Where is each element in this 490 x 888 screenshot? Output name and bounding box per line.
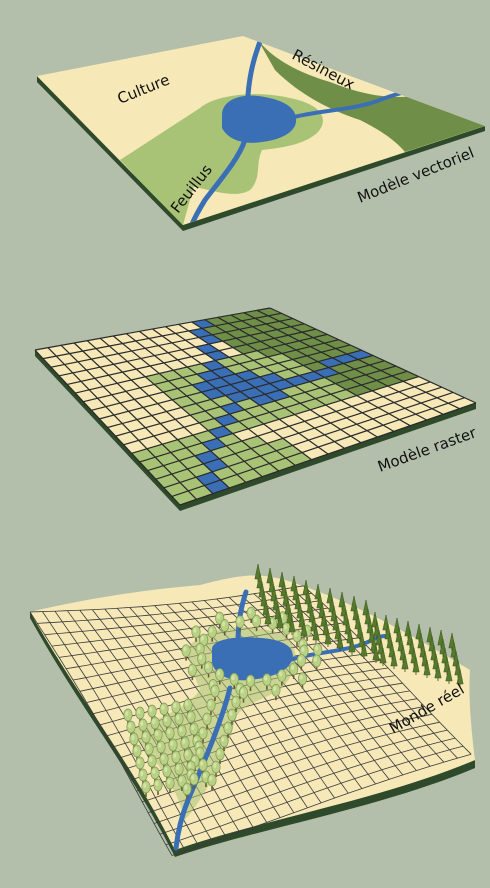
- raster-model-panel: Modèle raster: [35, 308, 479, 511]
- real-world-panel: Monde réel: [30, 564, 475, 857]
- vector-model-panel: Culture Résineux Feuillus Modèle vectori…: [37, 36, 485, 231]
